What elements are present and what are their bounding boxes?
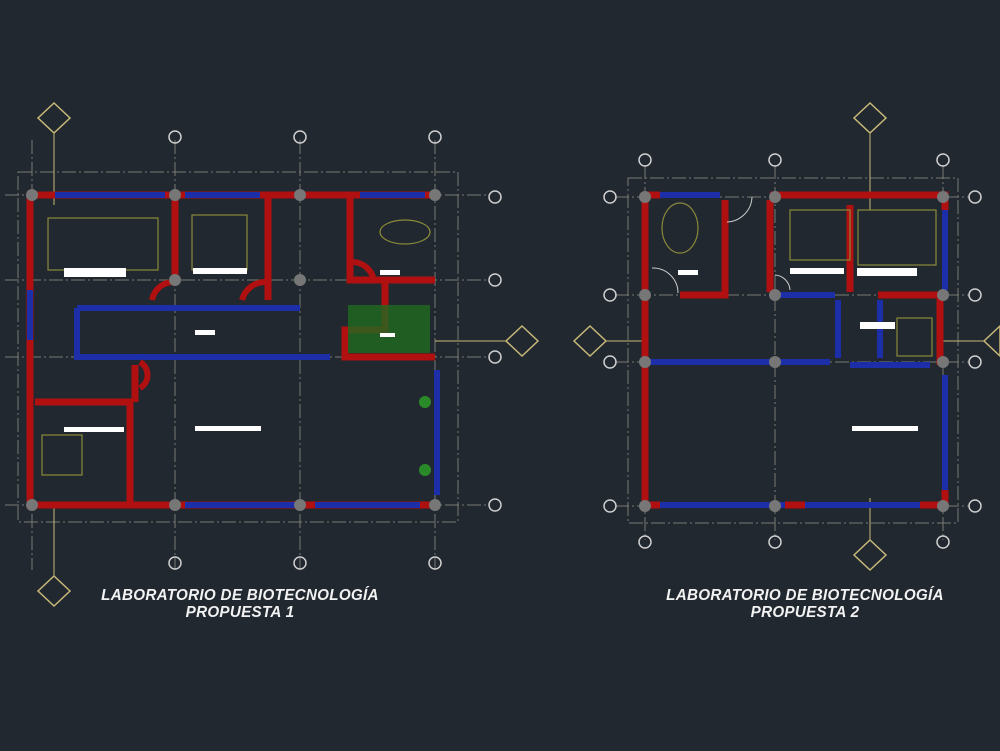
furniture xyxy=(41,214,431,476)
columns xyxy=(639,191,949,512)
room-labels xyxy=(64,268,400,432)
section-markers xyxy=(572,101,1000,572)
floor-plan-propuesta-1 xyxy=(5,101,540,608)
drawing-title-propuesta-1: LABORATORIO DE BIOTECNOLOGÍA PROPUESTA 1 xyxy=(69,587,411,621)
title-line-1: LABORATORIO DE BIOTECNOLOGÍA xyxy=(101,587,379,604)
door-swings xyxy=(651,196,791,294)
title-line-2: PROPUESTA 2 xyxy=(750,604,860,621)
grid-axes xyxy=(615,165,970,540)
title-line-2: PROPUESTA 1 xyxy=(185,604,295,621)
title-line-1: LABORATORIO DE BIOTECNOLOGÍA xyxy=(666,587,944,604)
section-markers xyxy=(36,101,540,608)
axis-markers xyxy=(168,130,502,570)
floor-plan-propuesta-2 xyxy=(572,101,1000,572)
columns xyxy=(26,189,441,511)
room-labels xyxy=(678,268,918,431)
axis-markers xyxy=(603,153,982,549)
drawing-title-propuesta-2: LABORATORIO DE BIOTECNOLOGÍA PROPUESTA 2 xyxy=(634,587,976,621)
walls xyxy=(641,191,949,509)
furniture xyxy=(661,202,937,357)
